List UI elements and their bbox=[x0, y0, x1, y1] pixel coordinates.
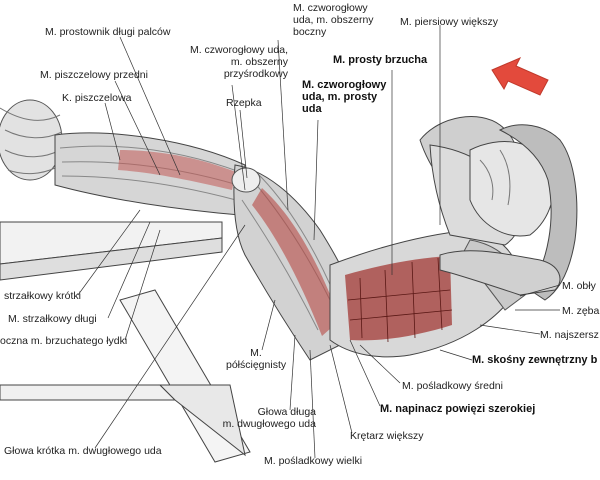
lower-leg bbox=[54, 132, 246, 216]
label-posladkowy-sredni: M. pośladkowy średni bbox=[402, 380, 503, 392]
label-napinacz: M. napinacz powięzi szerokiej bbox=[380, 403, 536, 415]
direction-arrow bbox=[491, 57, 549, 96]
label-glowa-krotka: Głowa krótka m. dwugłowego uda bbox=[4, 445, 162, 457]
label-posladkowy-wielki: M. pośladkowy wielki bbox=[264, 455, 363, 467]
label-strzalkowy-krotki: strzałkowy krótki bbox=[4, 290, 82, 302]
label-piszczelowy-przedni: M. piszczelowy przedni bbox=[40, 69, 148, 81]
label-k-piszczelowa: K. piszczelowa bbox=[62, 92, 132, 104]
feet bbox=[0, 99, 63, 181]
label-piersiowy: M. piersiowy większy bbox=[400, 16, 499, 28]
label-czworoglowy-prosty: M. czworogłowy uda, m. prosty uda bbox=[302, 79, 387, 115]
label-prosty-brzucha: M. prosty brzucha bbox=[333, 54, 428, 66]
upper-body bbox=[419, 116, 578, 301]
label-strzalkowy-dlugi: M. strzałkowy długi bbox=[8, 313, 97, 325]
label-oblyl: M. obły bbox=[562, 280, 596, 292]
leader-lines bbox=[77, 25, 561, 459]
torso bbox=[329, 229, 526, 358]
label-zebaty: M. zęba bbox=[562, 305, 600, 317]
label-czworoglowy-przysrodkowy: M. czworogłowy uda, m. obszerny przyśrod… bbox=[189, 44, 288, 80]
label-polsciegnisty: M. półścięgnisty bbox=[226, 347, 287, 371]
label-prostownik: M. prostownik długi palców bbox=[45, 26, 171, 38]
label-kretarz: Krętarz większy bbox=[350, 430, 424, 442]
label-glowa-dluga: Głowa długa m. dwugłowego uda bbox=[222, 406, 316, 430]
label-skosny: M. skośny zewnętrzny b bbox=[472, 354, 598, 366]
label-rzepka: Rzepka bbox=[226, 97, 262, 109]
bench bbox=[0, 221, 251, 463]
label-najszerszy: M. najszersz bbox=[540, 329, 599, 341]
label-czworoglowy-boczny: M. czworogłowy uda, m. obszerny boczny bbox=[293, 2, 374, 38]
thigh bbox=[231, 164, 361, 361]
label-brzuchaty: oczna m. brzuchatego łydki bbox=[0, 335, 128, 347]
